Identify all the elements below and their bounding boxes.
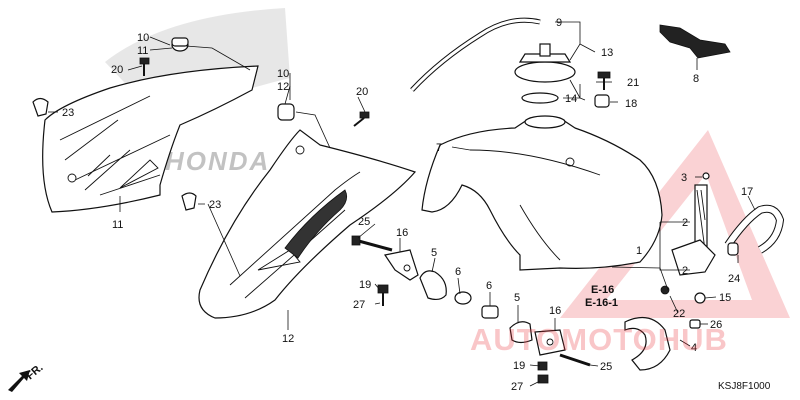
callout-label: 11: [112, 219, 123, 231]
callout-label: 14: [565, 93, 577, 105]
callout-label: 2: [682, 265, 688, 277]
callout-label: 24: [728, 273, 740, 285]
watermark-text: AUTOMOTOHUB: [470, 322, 728, 357]
callouts: 10 11 20 23 11 10 12 20 23 12 9 13 21 14…: [62, 17, 753, 393]
callout-label: 25: [600, 361, 612, 373]
callout-label: 7: [436, 142, 442, 154]
callout-label: 1: [636, 245, 642, 257]
drawing-code: KSJ8F1000: [718, 381, 771, 392]
callout-label: 5: [514, 292, 520, 304]
callout-label: 10: [137, 32, 149, 44]
callout-label: 27: [511, 381, 523, 393]
callout-label: 23: [62, 107, 74, 119]
callout-label: 23: [209, 199, 221, 211]
front-direction-arrow: FR.: [8, 362, 46, 392]
callout-label: 16: [549, 305, 561, 317]
callout-label: 12: [277, 81, 289, 93]
fuel-valve-group: [624, 172, 785, 371]
callout-label: 19: [359, 279, 371, 291]
callout-label: 4: [691, 342, 697, 354]
callout-label: 17: [741, 186, 753, 198]
callout-label: 20: [356, 86, 368, 98]
reference-e16: E-16: [591, 284, 614, 296]
left-shroud-group: HONDA: [32, 8, 290, 213]
callout-label: 6: [455, 266, 461, 278]
callout-label: 9: [556, 17, 562, 29]
leader-lines: [48, 21, 756, 387]
left-shroud: [42, 65, 259, 213]
callout-label: 15: [719, 292, 731, 304]
callout-label: 13: [601, 47, 613, 59]
callout-label: 21: [627, 77, 639, 89]
callout-label: 12: [282, 333, 294, 345]
callout-label: 8: [693, 73, 699, 85]
fuel-tank-group: [410, 17, 731, 271]
callout-label: 18: [625, 98, 637, 110]
callout-label: 6: [486, 280, 492, 292]
callout-label: 25: [358, 216, 370, 228]
callout-label: 27: [353, 299, 365, 311]
reference-codes: E-16 E-16-1: [585, 284, 618, 309]
callout-label: 2: [682, 217, 688, 229]
watermark-logo: [560, 130, 790, 318]
callout-label: 16: [396, 227, 408, 239]
right-shroud-group: [198, 103, 417, 319]
callout-label: 5: [431, 247, 437, 259]
callout-label: 20: [111, 64, 123, 76]
callout-label: 22: [673, 308, 685, 320]
callout-label: 26: [710, 319, 722, 331]
shroud-lettering: HONDA: [165, 146, 270, 176]
callout-label: 19: [513, 360, 525, 372]
reference-e16-1: E-16-1: [585, 297, 618, 309]
callout-label: 11: [137, 45, 148, 57]
callout-label: 10: [277, 68, 289, 80]
callout-label: 3: [681, 172, 687, 184]
fuel-tank: [421, 117, 663, 271]
